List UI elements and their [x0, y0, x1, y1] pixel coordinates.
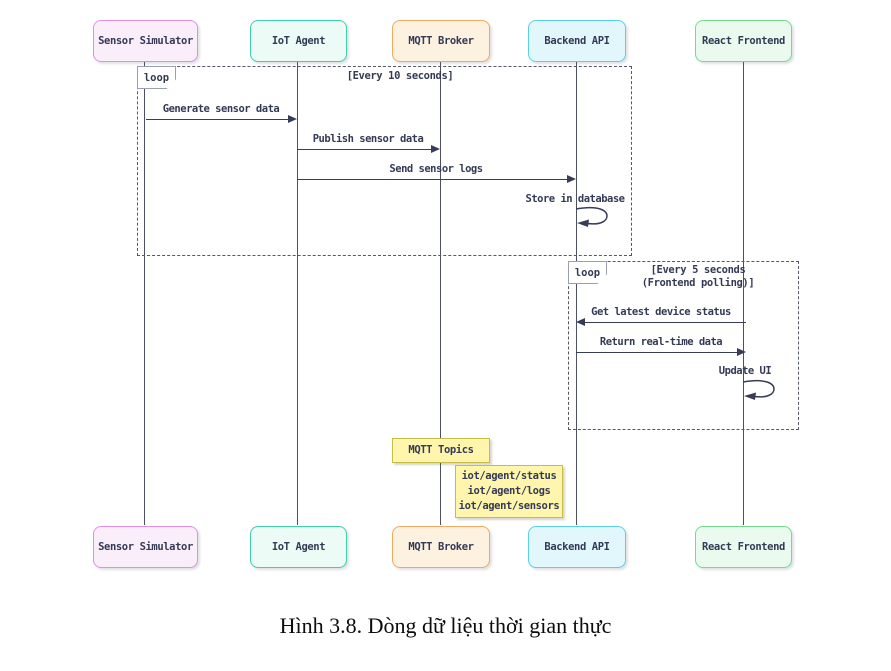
lifeline-backend-api	[576, 62, 577, 525]
actor-top-react-frontend: React Frontend	[695, 20, 792, 62]
actor-label: MQTT Broker	[408, 541, 474, 553]
loop-badge-label: loop	[574, 266, 601, 279]
message-label-get-latest-device-status: Get latest device status	[591, 306, 731, 318]
self-loop-arrow-update-ui	[743, 379, 775, 400]
figure-caption: Hình 3.8. Dòng dữ liệu thời gian thực	[279, 613, 612, 638]
actor-top-mqtt-broker: MQTT Broker	[392, 20, 490, 62]
message-label-send-sensor-logs: Send sensor logs	[389, 163, 483, 175]
lifeline-iot-agent	[297, 62, 298, 525]
arrowhead-right-icon	[737, 348, 746, 356]
arrowhead-left-icon	[577, 219, 589, 227]
note-topic-2: iot/agent/logs	[467, 485, 551, 497]
note-mqtt-topics-title: MQTT Topics	[392, 438, 490, 463]
note-title-text: MQTT Topics	[408, 444, 474, 456]
message-arrow-send-sensor-logs	[297, 179, 568, 180]
message-label-update-ui: Update UI	[718, 365, 772, 377]
loop-title-every-5-seconds: [Every 5 seconds (Frontend polling)]	[642, 264, 755, 289]
loop-badge: loop	[568, 261, 607, 284]
loop-title-every-10-seconds: [Every 10 seconds]	[346, 70, 454, 82]
actor-label: Sensor Simulator	[98, 35, 193, 47]
actor-label: React Frontend	[702, 541, 785, 553]
message-label-publish-sensor-data: Publish sensor data	[312, 133, 424, 145]
actor-top-iot-agent: IoT Agent	[250, 20, 347, 62]
note-mqtt-topic-list: iot/agent/status iot/agent/logs iot/agen…	[455, 465, 563, 518]
loop-badge: loop	[137, 66, 176, 89]
loop-frame-every-5-seconds	[568, 261, 799, 430]
arrowhead-left-icon	[744, 392, 756, 400]
actor-top-backend-api: Backend API	[528, 20, 626, 62]
actor-bottom-sensor-simulator: Sensor Simulator	[93, 526, 198, 568]
actor-label: IoT Agent	[271, 35, 326, 47]
actor-label: IoT Agent	[271, 541, 326, 553]
actor-top-sensor-simulator: Sensor Simulator	[93, 20, 198, 62]
lifeline-sensor-simulator	[144, 62, 145, 525]
arrowhead-right-icon	[431, 145, 440, 153]
loop-frame-every-10-seconds	[137, 66, 632, 256]
arrowhead-left-icon	[576, 318, 585, 326]
actor-label: React Frontend	[702, 35, 785, 47]
actor-bottom-mqtt-broker: MQTT Broker	[392, 526, 490, 568]
actor-label: MQTT Broker	[408, 35, 474, 47]
message-arrow-generate-sensor-data	[146, 119, 289, 120]
actor-bottom-backend-api: Backend API	[528, 526, 626, 568]
note-topic-3: iot/agent/sensors	[458, 500, 560, 512]
actor-label: Backend API	[544, 541, 610, 553]
arrowhead-right-icon	[567, 175, 576, 183]
loop-title-line-1: [Every 5 seconds	[650, 264, 746, 276]
loop-badge-label: loop	[143, 71, 170, 84]
message-arrow-return-real-time-data	[576, 352, 738, 353]
note-topic-1: iot/agent/status	[461, 470, 557, 482]
message-label-store-in-database: Store in database	[525, 193, 625, 205]
actor-label: Backend API	[544, 35, 610, 47]
loop-title-line-2: (Frontend polling)]	[641, 276, 755, 289]
arrowhead-right-icon	[288, 115, 297, 123]
message-label-return-real-time-data: Return real-time data	[599, 336, 723, 348]
message-label-generate-sensor-data: Generate sensor data	[162, 103, 280, 115]
message-arrow-get-latest-device-status	[584, 322, 746, 323]
lifeline-mqtt-broker	[440, 62, 441, 525]
self-loop-arrow-store-in-database	[576, 206, 608, 227]
actor-bottom-iot-agent: IoT Agent	[250, 526, 347, 568]
message-arrow-publish-sensor-data	[297, 149, 432, 150]
actor-bottom-react-frontend: React Frontend	[695, 526, 792, 568]
actor-label: Sensor Simulator	[98, 541, 193, 553]
lifeline-react-frontend	[743, 62, 744, 525]
